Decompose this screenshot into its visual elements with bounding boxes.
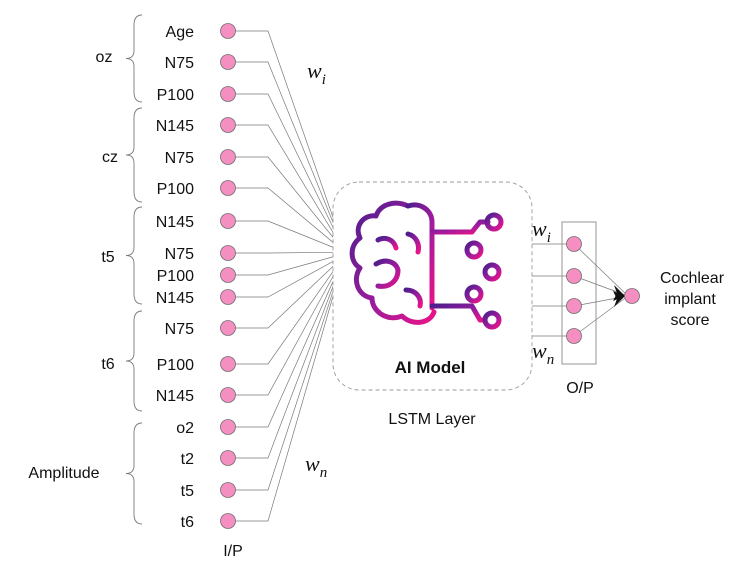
input-layer: AgeN75P100N145N75P100N145N75P100N145N75P…: [156, 23, 236, 531]
input-wire-6: [228, 187, 337, 246]
input-label-17: t6: [181, 514, 194, 531]
input-wire-15: [228, 278, 337, 459]
input-wire-4: [228, 124, 337, 238]
arrowheads: [613, 285, 625, 307]
group-label-cz: cz: [102, 149, 118, 166]
input-node-8: [220, 245, 236, 261]
input-label-4: N145: [156, 118, 194, 135]
output-node-2: [566, 268, 582, 284]
input-wire-1: [228, 30, 337, 227]
ai-model-title: AI Model: [395, 358, 466, 377]
output-node-4: [566, 328, 582, 344]
input-node-16: [220, 482, 236, 498]
output-node-1: [566, 236, 582, 252]
input-wire-3: [228, 93, 337, 234]
input-node-1: [220, 23, 236, 39]
weight-bottom: wn: [305, 451, 327, 481]
group-brace-5: [125, 422, 143, 525]
input-node-15: [220, 450, 236, 466]
input-node-4: [220, 117, 236, 133]
group-label-oz: oz: [96, 49, 113, 66]
input-wire-9: [228, 255, 337, 276]
input-label-11: N75: [165, 321, 194, 338]
input-wire-2: [228, 61, 337, 230]
output-weight-bottom: wn: [532, 338, 554, 368]
input-node-5: [220, 149, 236, 165]
input-node-9: [220, 267, 236, 283]
group-brace-1: [125, 14, 143, 103]
group-brace-3: [125, 206, 143, 305]
input-label-14: o2: [176, 420, 194, 437]
weight-top: wi: [307, 58, 326, 88]
input-label-9: P100: [157, 268, 194, 285]
input-wire-7: [228, 220, 337, 249]
input-layer-label: I/P: [223, 543, 243, 560]
input-node-14: [220, 419, 236, 435]
result-line-3: score: [670, 312, 709, 329]
input-connections: [228, 30, 337, 522]
output-layer-box: [561, 221, 597, 365]
input-node-13: [220, 387, 236, 403]
input-node-17: [220, 513, 236, 529]
brain-circuit-icon: [349, 200, 504, 330]
output-weight-top: wi: [532, 216, 551, 246]
input-wire-13: [228, 270, 337, 396]
input-node-2: [220, 54, 236, 70]
output-node-3: [566, 298, 582, 314]
group-label-t5: t5: [101, 249, 114, 266]
input-node-12: [220, 356, 236, 372]
input-label-3: P100: [157, 87, 194, 104]
input-wire-16: [228, 282, 337, 491]
input-wire-11: [228, 263, 337, 329]
result-line-1: Cochlear: [660, 270, 725, 287]
input-label-2: N75: [165, 55, 194, 72]
input-label-16: t5: [181, 483, 194, 500]
output-layer-label: O/P: [566, 380, 594, 397]
final-output-node: [624, 288, 640, 304]
input-label-1: Age: [166, 24, 195, 41]
group-brace-2: [125, 107, 143, 203]
input-label-7: N145: [156, 214, 194, 231]
group-label-amplitude: Amplitude: [28, 465, 99, 482]
input-wire-8: [228, 251, 337, 254]
input-wire-5: [228, 156, 337, 242]
input-node-10: [220, 289, 236, 305]
final-connections: [573, 243, 629, 337]
group-brace-4: [125, 310, 143, 412]
input-node-6: [220, 180, 236, 196]
input-wire-12: [228, 267, 337, 365]
input-wire-17: [228, 285, 337, 522]
group-braces: [125, 14, 143, 525]
group-label-t6: t6: [101, 356, 114, 373]
input-node-7: [220, 213, 236, 229]
input-wire-14: [228, 274, 337, 428]
input-label-13: N145: [156, 388, 194, 405]
input-wire-10: [228, 259, 337, 298]
input-label-12: P100: [157, 357, 194, 374]
input-label-6: P100: [157, 181, 194, 198]
input-label-8: N75: [165, 246, 194, 263]
lstm-layer-label: LSTM Layer: [388, 411, 476, 428]
input-label-10: N145: [156, 290, 194, 307]
input-node-3: [220, 86, 236, 102]
input-label-15: t2: [181, 451, 194, 468]
input-label-5: N75: [165, 150, 194, 167]
result-line-2: implant: [664, 291, 716, 308]
input-node-11: [220, 320, 236, 336]
model-output-connections: [532, 243, 574, 337]
